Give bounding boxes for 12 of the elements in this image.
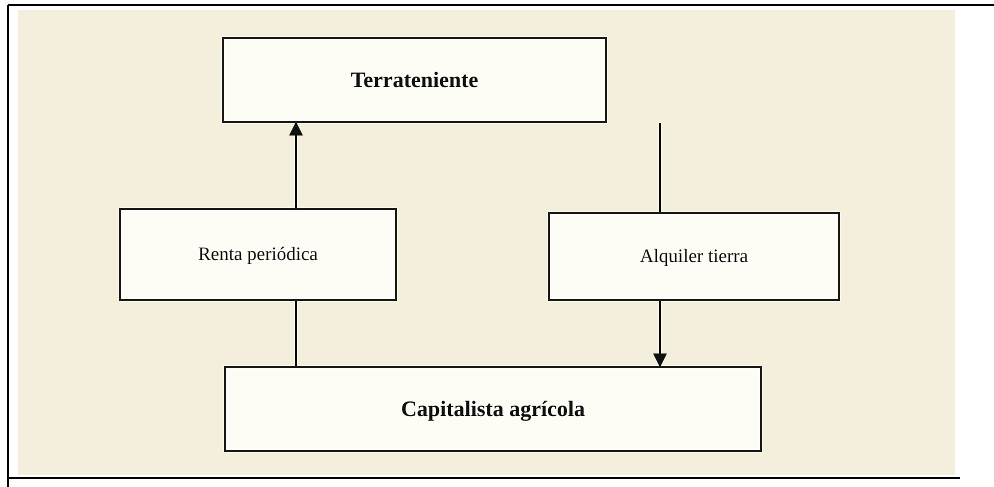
process-box (548, 212, 840, 301)
connector-line (659, 123, 661, 212)
process-box (224, 366, 762, 452)
box-label: Alquiler tierra (640, 244, 748, 268)
box-label: Capitalista agrícola (401, 395, 585, 423)
box-label: Renta periódica (198, 242, 318, 266)
arrow (289, 122, 303, 208)
box-label: Terrateniente (350, 66, 478, 94)
arrow (653, 301, 667, 368)
process-box (222, 37, 607, 123)
connector-line (295, 301, 297, 366)
process-box (119, 208, 397, 301)
